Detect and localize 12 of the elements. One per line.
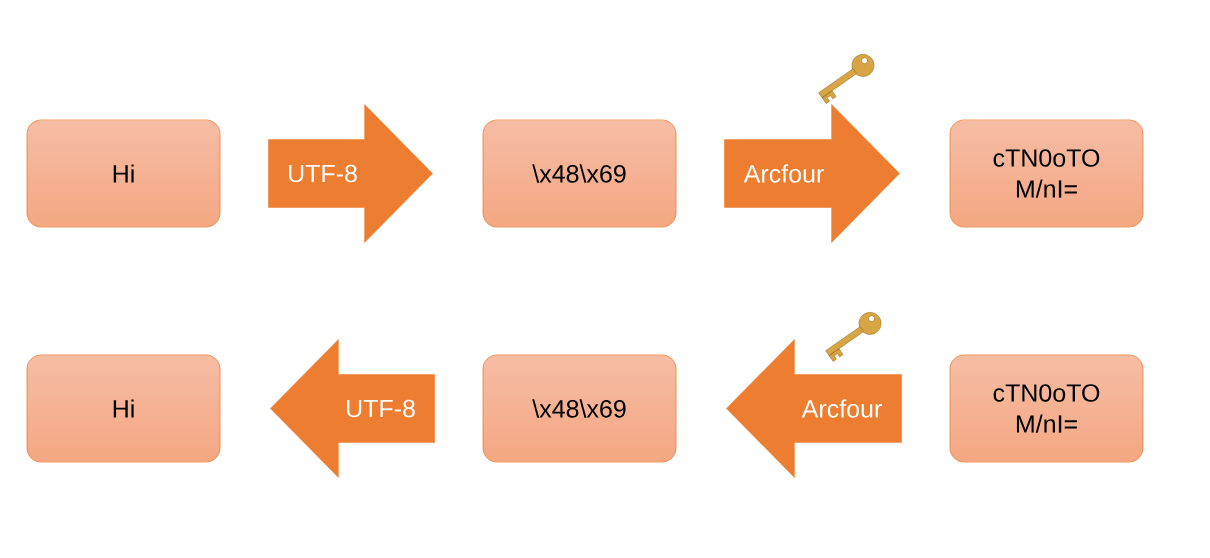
- arrow-label: UTF-8: [347, 399, 415, 418]
- arrow-label: Arcfour: [801, 399, 882, 418]
- text-box: \x48\x69: [482, 354, 677, 463]
- block-arrow: [268, 104, 433, 243]
- text-box: cTN0oTO M/nI=: [949, 354, 1144, 463]
- text-box: \x48\x69: [482, 119, 677, 228]
- text-box: cTN0oTO M/nI=: [949, 119, 1144, 228]
- arrow-label: UTF-8: [289, 164, 357, 183]
- text-box: Hi: [26, 354, 221, 463]
- arrow-label: Arcfour: [743, 164, 824, 183]
- block-arrow: [270, 339, 435, 478]
- text-box: Hi: [26, 119, 221, 228]
